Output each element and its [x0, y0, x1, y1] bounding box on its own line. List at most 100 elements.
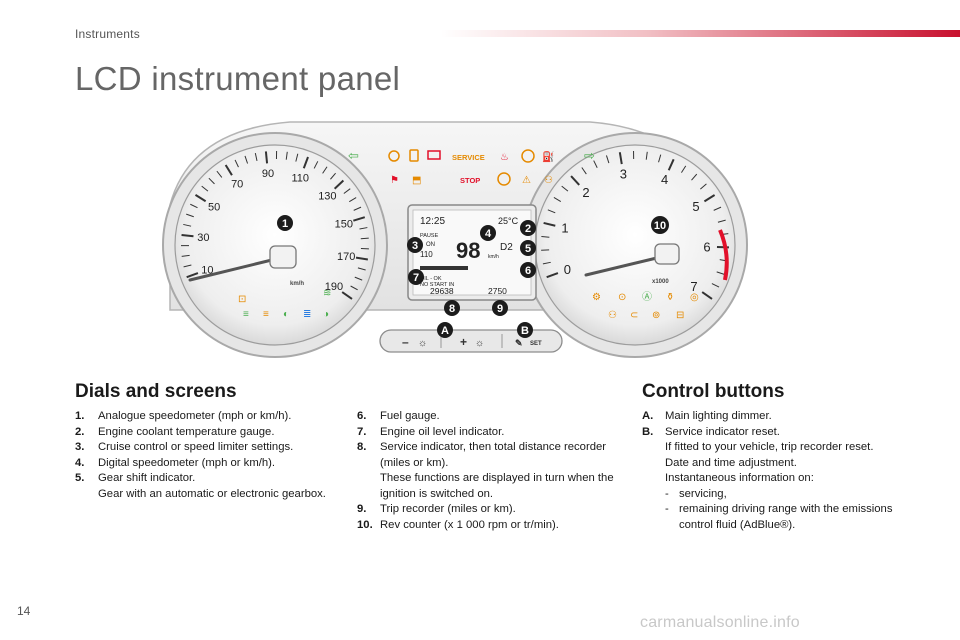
page-number: 14 [17, 604, 31, 618]
battery-warning-icon [427, 150, 441, 160]
callout-3: 3 [407, 237, 423, 253]
dials-heading: Dials and screens [75, 381, 237, 402]
left-indicator-icon: ⇦ [348, 148, 359, 163]
door-open-icon: ⬒ [412, 175, 421, 186]
speedometer-tick [333, 179, 345, 190]
lcd-oil: OIL - OK [420, 276, 442, 282]
particle-filter-icon: ⊂ [630, 310, 638, 321]
svg-text:B: B [521, 325, 529, 337]
lcd-odometer: 29638 [430, 286, 454, 296]
rev-counter-tick-label: 3 [620, 166, 627, 181]
speedometer-tick [357, 267, 366, 271]
speedometer-tick-label: 90 [262, 168, 274, 180]
speedometer-tick [330, 172, 336, 180]
header-accent-bar [440, 30, 960, 37]
list-item: 10.Rev counter (x 1 000 rpm or tr/min). [357, 518, 559, 531]
speedometer-tick-label: 150 [335, 219, 353, 231]
rev-counter-hub [654, 243, 680, 265]
controls-list: A.Main lighting dimmer. B. Service indic… [642, 409, 912, 533]
rev-counter-tick [658, 154, 662, 163]
service-wrench-icon: ✎ [515, 338, 523, 348]
dimmer-minus-button[interactable]: – [402, 335, 409, 349]
svg-text:3: 3 [412, 240, 418, 252]
speedometer-needle [188, 256, 282, 282]
rev-counter-tick [691, 173, 698, 181]
dimmer-plus-button[interactable]: + [460, 335, 467, 349]
list-item: 2.Engine coolant temperature gauge. [75, 425, 275, 438]
lcd-trip: 2750 [488, 286, 507, 296]
svg-text:7: 7 [413, 272, 419, 284]
speedometer-tick-label: 50 [208, 201, 220, 213]
rev-counter-tick [681, 165, 687, 173]
speedometer-tick [183, 264, 192, 268]
speedometer-tick [349, 197, 357, 203]
lcd-on: ON [426, 242, 435, 248]
list-item: 5.Gear shift indicator.Gear with an auto… [75, 472, 326, 500]
controls-heading: Control buttons [642, 381, 785, 402]
lcd-pause: PAUSE [420, 233, 439, 239]
callout-8: 8 [444, 300, 460, 316]
rev-counter-tick-label: 0 [564, 262, 571, 277]
speedometer-tick-label: 110 [292, 172, 310, 184]
watermark: carmanualsonline.info [640, 614, 800, 631]
oil-warning-icon: ⛽ [542, 150, 554, 163]
brake-pad-icon: ⊚ [652, 310, 660, 321]
airbag-warning-icon: ⚇ [544, 175, 553, 186]
sidelights-icon: ◑ [323, 309, 329, 320]
rev-counter-tick-label: 7 [690, 279, 697, 294]
dimmer-plus-sun-icon: ☼ [475, 338, 484, 349]
speedometer-tick-label: 190 [325, 281, 343, 293]
speedometer-tick-label: 170 [337, 251, 355, 263]
rear-fog-icon: ⊡ [238, 294, 246, 305]
rev-counter-tick [546, 272, 559, 279]
main-beam-icon: ≣ [303, 309, 311, 320]
rev-counter-tick [561, 185, 569, 192]
lcd-speed-unit: km/h [488, 254, 499, 260]
speedometer-tick [313, 161, 319, 169]
speedometer-tick [322, 166, 328, 174]
callout-5: 5 [520, 240, 536, 256]
stop-start-icon: Ⓐ [642, 291, 652, 303]
lcd-outside-temp: 25°C [498, 216, 519, 226]
tyre-pressure-icon: ◎ [690, 292, 699, 303]
callout-4: 4 [480, 225, 496, 241]
list-item: 4.Digital speedometer (mph or km/h). [75, 456, 276, 469]
speedometer-tick [359, 227, 368, 230]
rev-counter-tick [570, 175, 580, 186]
svg-text:8: 8 [449, 303, 455, 315]
rev-counter-tick [713, 206, 722, 211]
rev-counter-tick [711, 283, 720, 288]
speedometer-tick [343, 188, 351, 194]
speedometer-tick [181, 254, 190, 257]
rev-counter-tick [667, 158, 675, 171]
set-button[interactable]: SET [530, 341, 542, 347]
speedometer-tick [186, 213, 194, 218]
speedometer-tick [264, 151, 269, 164]
list-item: B. Service indicator reset. If fitted to… [642, 425, 893, 531]
diesel-icon: ⚙ [592, 292, 601, 303]
speedometer-tick [295, 153, 299, 162]
speedometer-tick [355, 256, 369, 261]
lcd-cruise-speed: 110 [420, 250, 433, 259]
svg-text:1: 1 [282, 218, 288, 230]
lcd-time: 12:25 [420, 216, 445, 227]
rev-counter-tick [700, 183, 707, 190]
list-item: 9.Trip recorder (miles or km). [357, 503, 516, 515]
speedometer-tick [302, 156, 309, 169]
speedometer-hub [269, 245, 297, 269]
speedometer-tick [341, 291, 353, 300]
trailer-icon: ⊟ [676, 310, 684, 321]
speedometer-tick [186, 272, 199, 279]
rev-counter-tick-label: 2 [582, 185, 589, 200]
speedometer-tick [201, 185, 209, 192]
callout-7: 7 [408, 269, 424, 285]
rev-counter-tick [547, 209, 556, 214]
svg-text:2: 2 [525, 223, 531, 235]
lcd-no-start: NO START IN [420, 282, 454, 288]
passenger-airbag-icon: ⚇ [608, 310, 617, 321]
top-telltale-row: ⇦ SERVICE ♨ ⛽ ⇨ ⚑ ⬒ STOP ⚠ ⚇ [348, 148, 595, 186]
speedometer-tick-label: 130 [318, 190, 336, 202]
